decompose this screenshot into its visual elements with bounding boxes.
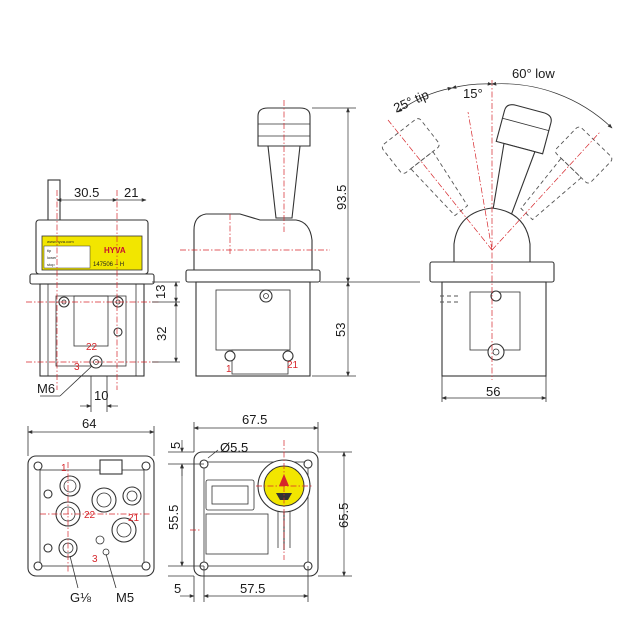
front-dim-21: 21 (124, 185, 138, 200)
front-dim-10: 10 (94, 388, 108, 403)
front-thread-m6: M6 (37, 381, 55, 396)
bottom-port-22: 22 (84, 510, 96, 521)
top-dim-55-5: 55.5 (166, 505, 181, 530)
front-dim-13: 13 (153, 285, 168, 299)
swing-angle-tip: 25° tip (391, 87, 431, 116)
bottom-thread-m5: M5 (116, 590, 134, 605)
side-view: 1 21 93.5 53 (180, 100, 420, 377)
front-dim-30-5: 30.5 (74, 185, 99, 200)
bottom-port-1: 1 (61, 463, 67, 474)
top-dim-5-bottom: 5 (174, 581, 181, 596)
swing-angle-15: 15° (463, 86, 483, 101)
top-dim-67-5: 67.5 (242, 412, 267, 427)
label-code: 147506 – H (93, 262, 124, 268)
side-port-1: 1 (226, 364, 232, 375)
swing-view: 25° tip 15° 60° low 56 (381, 66, 613, 402)
top-dim-65-5: 65.5 (336, 503, 351, 528)
label-brand: HYVA (104, 246, 126, 255)
side-dim-93-5: 93.5 (334, 185, 349, 210)
swing-dim-56: 56 (486, 384, 500, 399)
front-view: www.hyva.com tip lower stop HYVA 147506 … (26, 179, 180, 412)
top-dim-hole: Ø5.5 (220, 440, 248, 455)
bottom-dim-64: 64 (82, 416, 96, 431)
front-port-3: 3 (74, 362, 80, 373)
label-row-lower: lower (47, 255, 57, 260)
front-dim-32: 32 (154, 327, 169, 341)
swing-angle-low: 60° low (512, 66, 555, 81)
label-row-tip: tip (47, 248, 52, 253)
bottom-view: 1 22 21 3 64 G⅛ M5 (27, 416, 155, 605)
top-dim-57-5: 57.5 (240, 581, 265, 596)
label-site: www.hyva.com (47, 239, 74, 244)
top-dim-5-top: 5 (168, 442, 183, 449)
side-port-21: 21 (287, 360, 299, 371)
bottom-port-21: 21 (128, 513, 140, 524)
product-label: www.hyva.com tip lower stop HYVA 147506 … (41, 235, 143, 271)
front-port-22: 22 (86, 342, 98, 353)
top-view: 67.5 Ø5.5 5 55.5 65.5 5 57.5 (166, 412, 352, 602)
side-dim-53: 53 (333, 323, 348, 337)
bottom-port-3: 3 (92, 554, 98, 565)
label-row-stop: stop (47, 262, 55, 267)
bottom-thread-g18: G⅛ (70, 590, 91, 605)
